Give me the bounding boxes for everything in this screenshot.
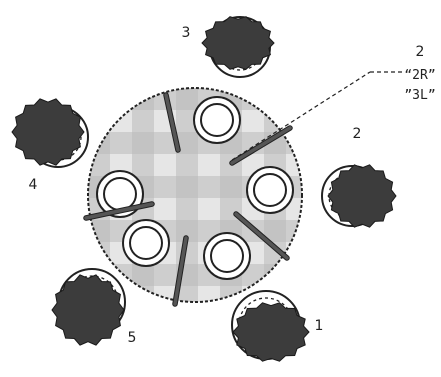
seat-label-5: 5: [128, 330, 137, 346]
diner-head-icon: [52, 269, 125, 345]
plate-icon: [194, 97, 240, 143]
diner-head-icon: [202, 17, 274, 77]
diner-head-icon: [12, 99, 88, 167]
plate-icon: [204, 233, 250, 279]
diner-head-icon: [232, 291, 309, 361]
plate-icon: [247, 167, 293, 213]
plate-icon: [123, 220, 169, 266]
seat-label-4: 4: [29, 177, 38, 193]
callout-number: 2: [416, 44, 425, 60]
callout-line-1: “2R”: [404, 68, 435, 83]
diner-head-icon: [322, 165, 396, 227]
seat-label-2: 2: [353, 126, 362, 142]
seat-label-1: 1: [315, 318, 324, 334]
callout-line-2: ”3L”: [404, 88, 435, 103]
seat-label-3: 3: [182, 25, 191, 41]
